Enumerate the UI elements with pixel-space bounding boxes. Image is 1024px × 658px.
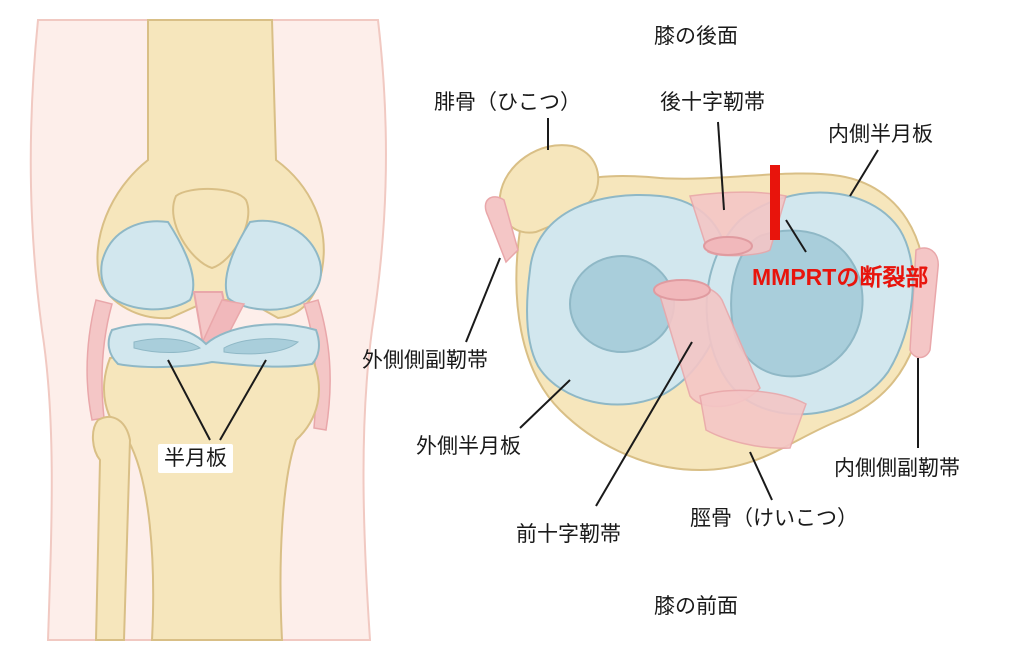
fibula-front bbox=[92, 415, 132, 641]
pcl-stump bbox=[703, 236, 753, 256]
meniscus-pointer-left bbox=[167, 359, 211, 441]
front-knee-illustration bbox=[29, 19, 387, 641]
leader-lateral-meniscus bbox=[519, 379, 571, 429]
front-meniscus bbox=[107, 323, 320, 369]
front-meniscus-inner-left bbox=[133, 338, 202, 353]
label-acl: 前十字靭帯 bbox=[516, 522, 621, 546]
medial-collateral-tab bbox=[909, 247, 939, 359]
label-fibula: 腓骨（ひこつ） bbox=[434, 90, 581, 114]
leader-mmprt bbox=[785, 219, 807, 253]
title-posterior: 膝の後面 bbox=[654, 24, 738, 48]
leader-pcl bbox=[717, 121, 725, 211]
femoral-cartilage-right bbox=[224, 219, 322, 311]
anterior-ligament-band bbox=[699, 389, 807, 450]
front-meniscus-inner-right bbox=[223, 338, 300, 355]
medial-meniscus-center bbox=[730, 229, 864, 378]
label-meniscus-front: 半月板 bbox=[158, 444, 233, 473]
lateral-meniscus-center bbox=[569, 255, 675, 353]
acl-stump bbox=[653, 279, 711, 301]
leader-medial-meniscus bbox=[849, 149, 879, 197]
label-mcl: 内側側副靭帯 bbox=[834, 456, 960, 480]
meniscus-pointer-right bbox=[219, 359, 267, 441]
label-medial-meniscus: 内側半月板 bbox=[828, 122, 933, 146]
tibial-plateau-illustration bbox=[465, 118, 939, 507]
label-lateral-meniscus: 外側半月板 bbox=[416, 434, 521, 458]
label-lcl: 外側側副靭帯 bbox=[362, 348, 488, 372]
leader-tibia bbox=[749, 451, 773, 501]
leader-acl bbox=[595, 341, 693, 507]
label-tibia: 脛骨（けいこつ） bbox=[690, 506, 858, 530]
mmprt-rupture-marker bbox=[770, 165, 780, 240]
femoral-cartilage-left bbox=[100, 220, 195, 311]
label-mmprt: MMPRTの断裂部 bbox=[752, 264, 929, 290]
title-anterior: 膝の前面 bbox=[654, 594, 738, 618]
lateral-collateral-tab bbox=[484, 196, 519, 264]
label-pcl: 後十字靭帯 bbox=[660, 90, 765, 114]
leader-lcl bbox=[465, 257, 501, 343]
